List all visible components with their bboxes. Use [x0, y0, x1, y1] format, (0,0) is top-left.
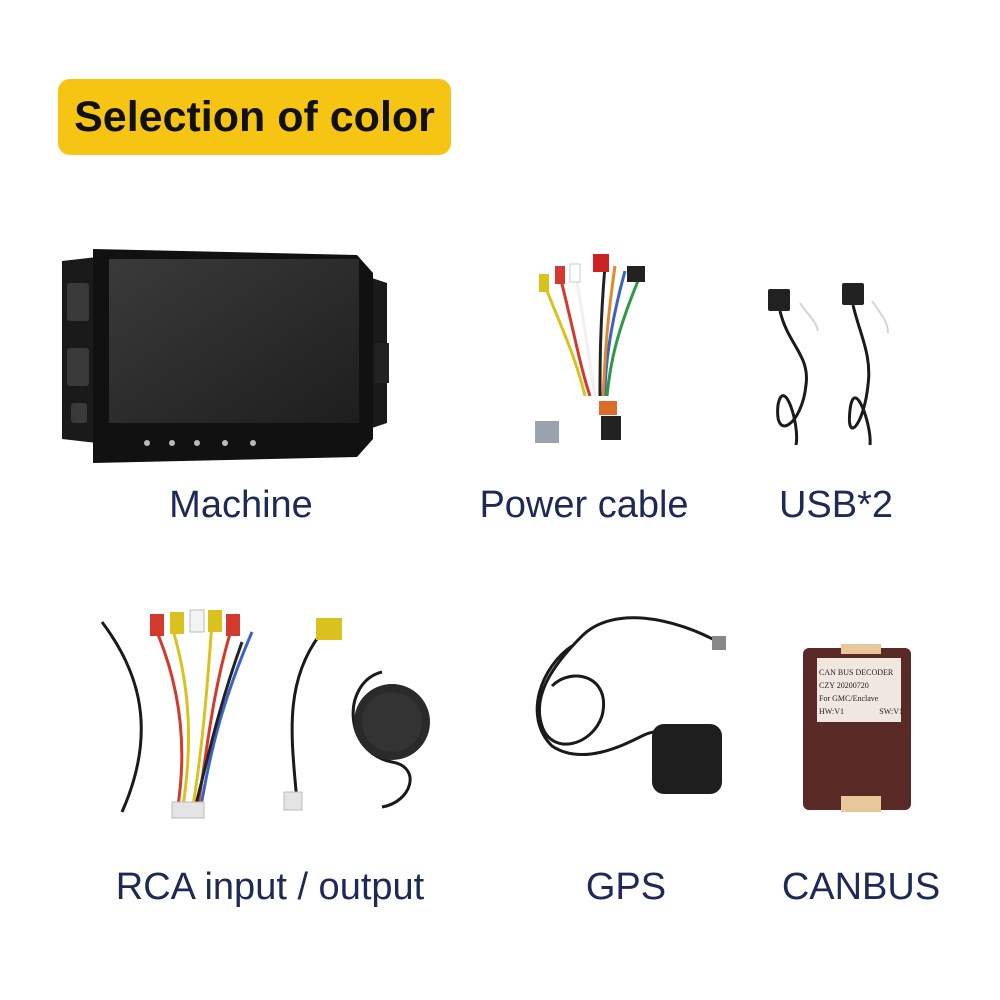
canbus-decoder-image: CAN BUS DECODER CZY 20200720 For GMC/Enc… [803, 644, 913, 814]
power-cable-image [515, 246, 665, 446]
page-title: Selection of color [58, 79, 451, 155]
rca-label: RCA input / output [115, 866, 425, 908]
canbus-label: CANBUS [781, 866, 941, 908]
gps-antenna-image [512, 606, 737, 801]
gps-label: GPS [585, 866, 667, 908]
machine-image [57, 243, 392, 465]
usb-cables-image [760, 275, 900, 453]
rca-cables-image [92, 602, 442, 824]
canbus-label-text: CAN BUS DECODER CZY 20200720 For GMC/Enc… [819, 668, 903, 716]
machine-label: Machine [169, 484, 313, 526]
power-cable-label: Power cable [479, 484, 689, 526]
usb-label: USB*2 [778, 484, 894, 526]
